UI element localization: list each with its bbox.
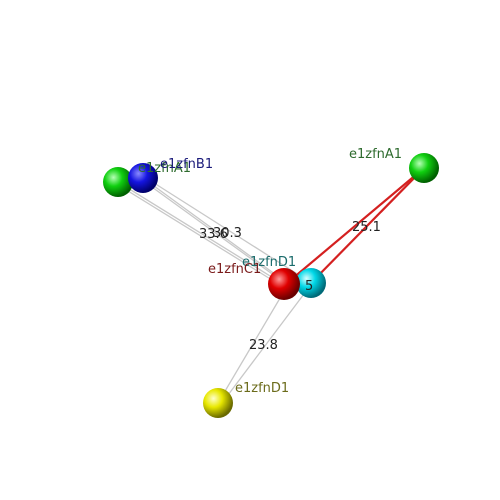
atom-c1[interactable] <box>268 268 300 300</box>
bond-b1-c1 <box>142 177 284 281</box>
label-d1: e1zfnD1 <box>235 381 289 396</box>
label-b1: e1zfnB1 <box>160 157 213 172</box>
distance-d1-c1: 23.8 <box>249 338 278 353</box>
bond-a1-right-cyan <box>309 167 425 285</box>
bond-b1-cyan <box>142 175 311 283</box>
atom-a1-left[interactable] <box>103 167 133 197</box>
bond-b1-c1-b <box>144 181 287 285</box>
bond-a1-left-c1 <box>117 181 284 285</box>
distance-c1-cyan: 5 <box>305 279 313 294</box>
label-d1-cyan: e1zfnD1 <box>242 255 296 270</box>
label-a1-right: e1zfnA1 <box>349 147 402 162</box>
atom-d1[interactable] <box>203 388 233 418</box>
distance-labels: 33.6 30.3 25.1 5 23.8 <box>199 220 381 353</box>
distance-a1-left-c1: 33.6 <box>199 227 228 242</box>
distance-a1-right-c1: 25.1 <box>352 220 381 235</box>
label-c1: e1zfnC1 <box>208 262 261 277</box>
atom-labels: e1zfnA1 e1zfnB1 e1zfnA1 e1zfnD1 e1zfnC1 … <box>138 147 402 396</box>
atom-b1[interactable] <box>128 163 158 193</box>
bonds <box>117 167 425 404</box>
atoms <box>103 153 439 418</box>
bond-a1-right-c1 <box>285 167 425 285</box>
atom-a1-right[interactable] <box>409 153 439 183</box>
distance-b1-c1: 30.3 <box>213 226 242 241</box>
atom-d1-cyan[interactable] <box>296 268 326 298</box>
bond-d1-cyan <box>221 285 311 404</box>
bond-d1-c1 <box>217 287 287 404</box>
label-a1-left: e1zfnA1 <box>138 161 191 176</box>
bond-a1-left-c1-b <box>119 185 286 289</box>
